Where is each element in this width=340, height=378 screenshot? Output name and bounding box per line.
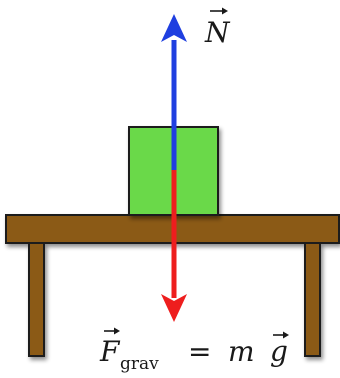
normal-force-arrow <box>161 14 187 170</box>
gravity-force-label: F grav = m g <box>99 327 289 374</box>
table-leg-right <box>304 241 321 357</box>
gravity-acceleration-symbol: g <box>270 335 288 368</box>
gravity-force-symbol: F <box>99 335 121 368</box>
equals-sign: = <box>188 335 211 368</box>
gravity-force-subscript: grav <box>120 354 159 374</box>
gravity-force-arrow <box>161 170 187 322</box>
vector-arrow-icon <box>104 327 120 335</box>
normal-force-symbol: N <box>204 16 231 49</box>
mass-symbol: m <box>228 335 255 368</box>
vector-arrow-icon <box>273 331 289 339</box>
table-leg-left <box>28 241 45 357</box>
vector-arrow-icon <box>210 7 228 15</box>
normal-force-label: N <box>204 7 231 49</box>
